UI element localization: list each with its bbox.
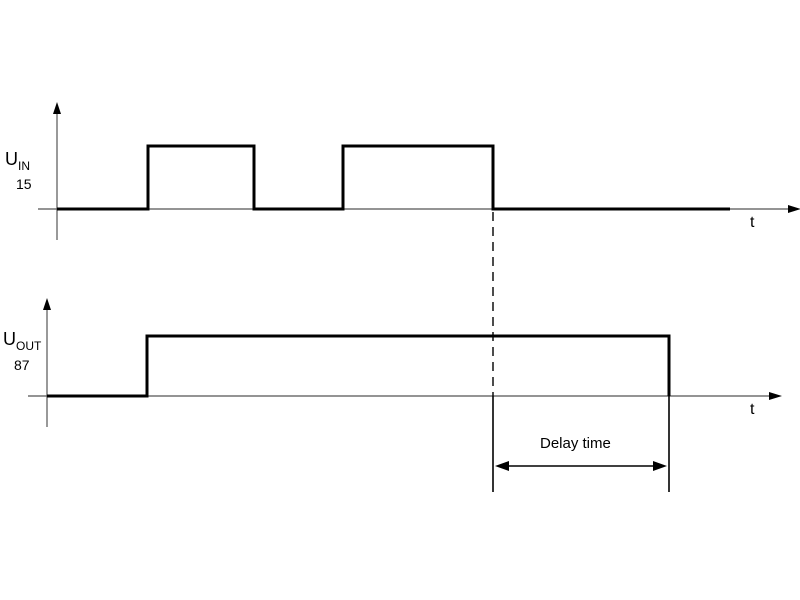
input-symbol: U [5, 149, 18, 169]
delay-arrow-right [653, 461, 667, 471]
input-number: 15 [16, 176, 32, 192]
output-y-axis-arrow [43, 298, 51, 310]
output-number: 87 [14, 357, 30, 373]
input-y-axis-arrow [53, 102, 61, 114]
output-symbol: U [3, 329, 16, 349]
output-subscript: OUT [16, 339, 42, 353]
input-plot: U IN 15 t [5, 102, 800, 240]
output-time-label: t [750, 401, 755, 418]
input-signal-waveform [57, 144, 730, 211]
input-time-label: t [750, 214, 755, 231]
output-time-axis-arrow [769, 392, 782, 400]
output-signal-waveform [47, 334, 671, 398]
delay-time-label: Delay time [540, 435, 611, 452]
input-subscript: IN [18, 159, 30, 173]
delay-marker: Delay time [492, 212, 670, 492]
input-time-axis-arrow [788, 205, 800, 213]
output-plot: U OUT 87 t [3, 298, 782, 427]
delay-arrow-left [495, 461, 509, 471]
